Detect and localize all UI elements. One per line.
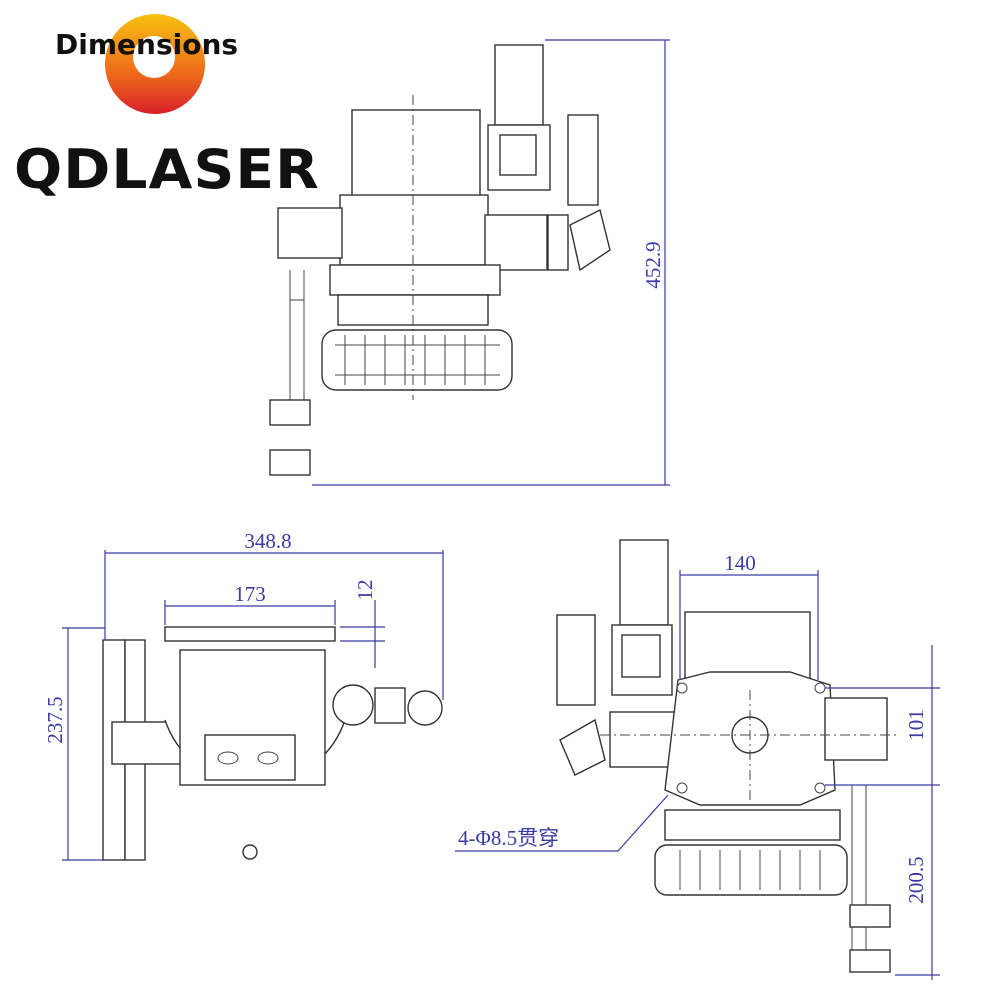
- dimension-lower-height: 200.5: [895, 785, 940, 980]
- hole-callout: 4-Φ8.5贯穿: [455, 794, 669, 852]
- dimension-width-plate: 173: [164, 582, 336, 625]
- dimension-label: 12: [353, 580, 377, 601]
- top-view: [102, 626, 443, 861]
- dimension-hole-spacing-v: 101: [825, 645, 940, 786]
- dimension-label: 200.5: [904, 856, 928, 903]
- front-view: [269, 44, 611, 476]
- side-view: [556, 539, 900, 973]
- dimension-label: 140: [724, 551, 756, 575]
- logo-title: Dimensions: [55, 28, 239, 61]
- dimension-label: 173: [234, 582, 266, 606]
- dimension-width-total: 348.8: [104, 529, 444, 700]
- dimension-hole-spacing-h: 140: [679, 551, 819, 680]
- dimension-plate-thickness: 12: [340, 580, 385, 668]
- dimension-label: 348.8: [244, 529, 291, 553]
- logo-sun-icon: [105, 14, 205, 114]
- dimension-label: 237.5: [43, 696, 67, 743]
- dimension-label: 452.9: [641, 241, 665, 288]
- dimension-label: 101: [904, 709, 928, 741]
- dimension-depth: 237.5: [43, 627, 105, 861]
- dimension-height-total: 452.9: [312, 39, 670, 486]
- brand-logo: QDLASER: [14, 138, 320, 201]
- hole-note-label: 4-Φ8.5贯穿: [458, 826, 559, 850]
